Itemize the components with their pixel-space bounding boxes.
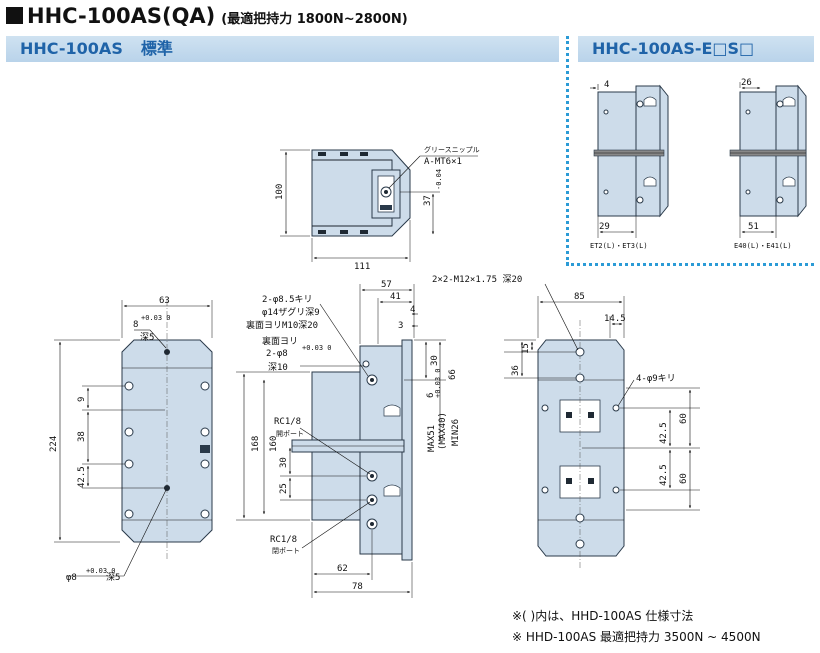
footnote-grip-force: ※ HHD-100AS 最適把持力 3500N ~ 4500N bbox=[512, 630, 761, 644]
right-tap-label: 2×2-M12×1.75 深20 bbox=[432, 274, 522, 285]
right-dim-60a: 60 bbox=[679, 413, 689, 424]
side-max51: MAX51 bbox=[427, 425, 437, 452]
right-view: 2×2-M12×1.75 深20 85 14.5 36 15 4-φ9キリ 60… bbox=[432, 274, 700, 570]
side-label-rear-pin-tol: +0.03 0 bbox=[302, 344, 332, 352]
top-view: 100 111 グリースニップル A-MT6×1 37 -0.04 bbox=[275, 145, 480, 272]
option-border-left bbox=[566, 36, 569, 265]
side-label-drill: 2-φ8.5キリ bbox=[262, 295, 313, 305]
front-dim-42-5: 42.5 bbox=[77, 466, 87, 488]
option-right-caption: E40(L)・E41(L) bbox=[734, 242, 792, 250]
side-rc-open: RC1/8 bbox=[274, 417, 301, 427]
right-drill-label: 4-φ9キリ bbox=[636, 374, 676, 384]
section-band-option: HHC-100AS-E□S□ bbox=[578, 36, 814, 62]
front-pin-depth-top: 深5 bbox=[140, 332, 154, 343]
side-max40: (MAX40) bbox=[438, 412, 448, 450]
side-dim-41: 41 bbox=[390, 292, 401, 302]
side-label-rear-pin: 2-φ8 bbox=[266, 349, 288, 359]
side-dim-3: 3 bbox=[398, 321, 403, 331]
page-subtitle: (最適把持力 1800N~2800N) bbox=[221, 12, 408, 27]
right-dim-60b: 60 bbox=[679, 473, 689, 484]
title-square-icon bbox=[6, 7, 23, 24]
side-label-depth10: 深10 bbox=[268, 362, 288, 373]
side-dim-6-tol: +0.03 0 bbox=[434, 368, 442, 398]
option-left-bottom-dim: 29 bbox=[599, 222, 610, 232]
front-pin-bottom-tol: +0.03 0 bbox=[86, 567, 116, 575]
top-offset-dim: 37 bbox=[423, 195, 433, 206]
side-dim-6: 6 bbox=[426, 393, 436, 398]
section-band-standard: HHC-100AS 標準 bbox=[6, 36, 559, 62]
top-offset-tol: -0.04 bbox=[435, 169, 443, 190]
right-dim-36: 36 bbox=[511, 365, 521, 376]
side-min26: MIN26 bbox=[451, 419, 461, 446]
side-label-rear: 裏面ヨリ bbox=[262, 335, 298, 347]
option-right-bottom-dim: 51 bbox=[748, 222, 759, 232]
right-dim-42-5a: 42.5 bbox=[659, 422, 669, 444]
option-left-caption: ET2(L)・ET3(L) bbox=[590, 242, 648, 250]
front-pin-tol: +0.03 0 bbox=[141, 314, 171, 322]
side-rc-close: RC1/8 bbox=[270, 535, 297, 545]
option-view-right: 26 51 E40(L)・E41(L) bbox=[729, 78, 807, 250]
front-pin-top: 8 bbox=[133, 320, 138, 330]
right-dim-15: 15 bbox=[521, 343, 531, 354]
front-dim-38: 38 bbox=[77, 431, 87, 442]
front-pin-depth-bottom: 深5 bbox=[106, 572, 120, 583]
grease-nipple-label: グリースニップル bbox=[424, 145, 480, 154]
footnote-spec: ※( )内は、HHD-100AS 仕様寸法 bbox=[512, 609, 694, 623]
side-open-port: 開ポート bbox=[276, 430, 304, 438]
grease-nipple-spec: A-MT6×1 bbox=[424, 157, 462, 167]
section-standard-label: 標準 bbox=[140, 39, 173, 58]
side-dim-30: 30 bbox=[430, 355, 440, 366]
side-label-cbore: φ14ザグリ深9 bbox=[262, 306, 320, 318]
section-model-label: HHC-100AS bbox=[20, 39, 123, 58]
top-width-dim: 111 bbox=[354, 262, 370, 272]
side-dim-25: 25 bbox=[279, 483, 289, 494]
side-dim-30b: 30 bbox=[279, 457, 289, 468]
side-label-rear-tap: 裏面ヨリM10深20 bbox=[246, 319, 318, 331]
side-view: 57 41 4 3 30 66 6 +0.03 0 MAX51 (MAX40) … bbox=[236, 280, 461, 598]
title-row: HHC-100AS(QA) (最適把持力 1800N~2800N) bbox=[6, 4, 408, 34]
side-dim-168: 168 bbox=[251, 436, 261, 452]
front-pin-bottom: φ8 bbox=[66, 573, 77, 583]
front-dim-9: 9 bbox=[77, 397, 87, 402]
right-dim-14-5: 14.5 bbox=[604, 314, 626, 324]
side-dim-78: 78 bbox=[352, 582, 363, 592]
option-border-bottom bbox=[566, 263, 814, 266]
side-dim-62: 62 bbox=[337, 564, 348, 574]
front-view: 63 8 +0.03 0 深5 224 9 38 42.5 φ8 +0.03 0… bbox=[49, 296, 213, 583]
option-right-top-dim: 26 bbox=[741, 78, 752, 88]
side-dim-4: 4 bbox=[410, 305, 415, 315]
front-height-dim: 224 bbox=[49, 436, 59, 452]
side-dim-57: 57 bbox=[381, 280, 392, 290]
top-height-dim: 100 bbox=[275, 184, 285, 200]
section-option-label: HHC-100AS-E□S□ bbox=[592, 39, 755, 58]
right-dim-85: 85 bbox=[574, 292, 585, 302]
right-dim-42-5b: 42.5 bbox=[659, 464, 669, 486]
side-dim-66: 66 bbox=[448, 369, 458, 380]
option-left-top-dim: 4 bbox=[604, 80, 609, 90]
front-width-dim: 63 bbox=[159, 296, 170, 306]
page-title: HHC-100AS(QA) bbox=[27, 4, 216, 28]
option-view-left: 4 29 ET2(L)・ET3(L) bbox=[590, 80, 669, 250]
side-close-port: 閉ポート bbox=[272, 547, 300, 555]
side-dim-160: 160 bbox=[269, 436, 279, 452]
